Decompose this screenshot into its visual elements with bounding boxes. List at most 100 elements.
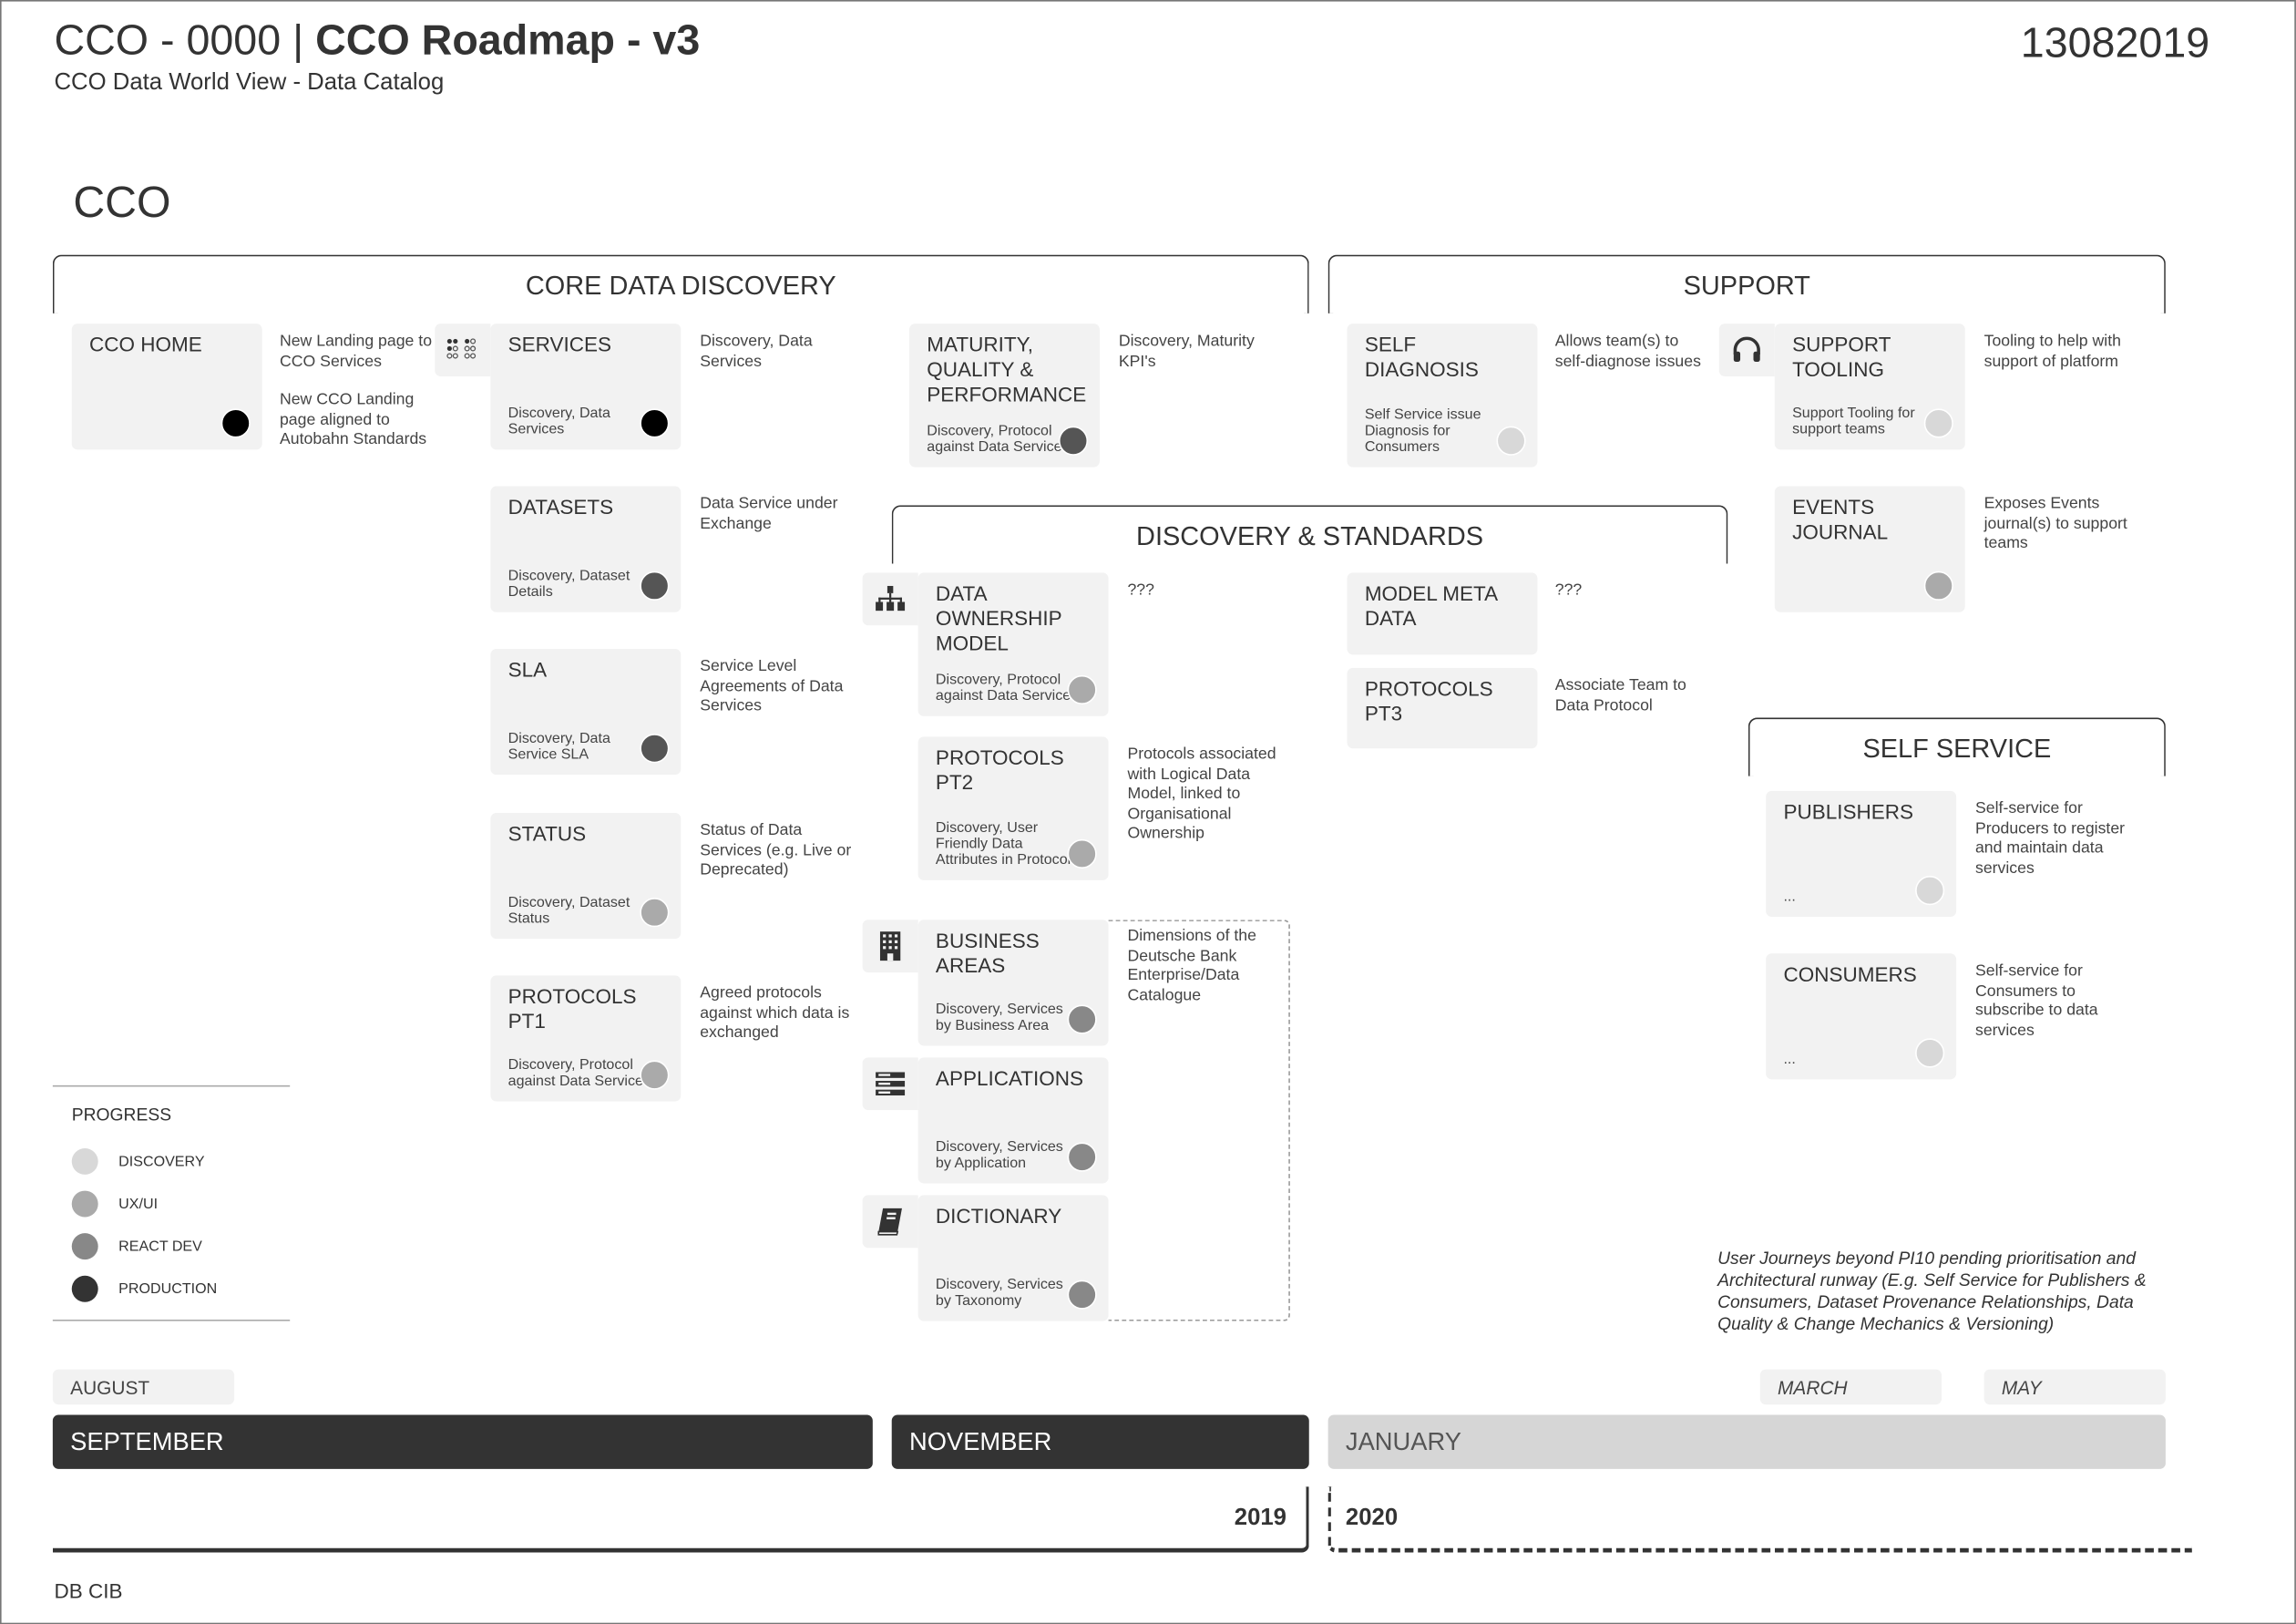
progress-status-dot-icon <box>640 408 670 438</box>
card-title: APPLICATIONS <box>935 1065 1084 1090</box>
card-title: MODEL META DATA <box>1364 581 1497 631</box>
progress-dot-icon <box>71 1190 98 1218</box>
card-events-journal[interactable]: EVENTS JOURNAL <box>1774 486 1965 612</box>
legend-item-discovery: DISCOVERY <box>71 1147 205 1175</box>
card-subtitle: Discovery, Data Service SLA <box>507 730 610 764</box>
legend-divider <box>52 1084 291 1087</box>
title-prefix: CCO - 0000 | <box>54 17 316 65</box>
progress-status-dot-icon <box>1915 876 1945 906</box>
card-title: EVENTS JOURNAL <box>1792 495 1889 544</box>
progress-status-dot-icon <box>640 898 670 928</box>
card-dictionary[interactable]: DICTIONARY Discovery, Services by Taxonom… <box>917 1195 1109 1321</box>
book-icon <box>862 1195 918 1249</box>
card-services[interactable]: SERVICES Discovery, Data Services <box>490 324 682 450</box>
card-description: Tooling to help with support of platform <box>1983 332 2121 370</box>
card-description: Discovery, Data Services <box>700 332 813 370</box>
card-subtitle: Discovery, Dataset Status <box>507 894 630 928</box>
legend-item-uxui: UX/UI <box>71 1190 158 1218</box>
month-august: AUGUST <box>52 1369 235 1405</box>
card-title: CONSUMERS <box>1783 961 1917 986</box>
card-description: Protocols associated with Logical Data M… <box>1127 745 1276 843</box>
card-title: CCO HOME <box>89 332 202 356</box>
progress-status-dot-icon <box>1067 1004 1097 1034</box>
card-title: PROTOCOLS PT1 <box>507 983 637 1033</box>
card-description: Data Service under Exchange <box>700 495 838 533</box>
card-description: Discovery, Maturity KPI's <box>1118 332 1255 370</box>
section-support: SUPPORT <box>1327 254 2166 313</box>
title-main: CCO Roadmap - v3 <box>315 17 701 65</box>
card-data-ownership[interactable]: DATA OWNERSHIP MODEL Discovery, Protocol … <box>917 572 1109 716</box>
card-title: STATUS <box>507 821 587 846</box>
month-march: MARCH <box>1759 1369 1942 1405</box>
legend-item-production: PRODUCTION <box>71 1275 218 1302</box>
card-description: Agreed protocols against which data is e… <box>700 983 850 1042</box>
legend-label: DISCOVERY <box>118 1153 205 1170</box>
progress-status-dot-icon <box>640 734 670 764</box>
year-2020-bracket <box>1327 1486 2192 1553</box>
card-description: Service Level Agreements of Data Service… <box>700 657 844 715</box>
card-publishers[interactable]: PUBLISHERS... <box>1766 790 1957 918</box>
org-chart-icon <box>862 572 918 626</box>
progress-status-dot-icon <box>1496 426 1526 456</box>
card-title: PROTOCOLS PT3 <box>1364 676 1493 725</box>
card-title: PROTOCOLS PT2 <box>935 745 1064 795</box>
card-subtitle: Discovery, Services by Taxonomy <box>935 1277 1063 1310</box>
card-description: Dimensions of the Deutsche Bank Enterpri… <box>1127 927 1256 1004</box>
section-title: SELF SERVICE <box>1862 734 2052 764</box>
card-description: Self-service for Consumers to subscribe … <box>1974 961 2098 1040</box>
footer-label: DB CIB <box>54 1578 123 1603</box>
building-icon <box>862 920 918 973</box>
month-january: JANUARY <box>1327 1414 2166 1469</box>
card-cco-home[interactable]: CCO HOME <box>71 324 262 450</box>
section-self-service: SELF SERVICE <box>1748 717 2166 776</box>
page-subtitle: CCO Data World View - Data Catalog <box>54 70 445 96</box>
card-description: Associate Team to Data Protocol <box>1554 676 1686 714</box>
progress-status-dot-icon <box>1067 674 1097 705</box>
section-discovery-standards: DISCOVERY & STANDARDS <box>891 505 1728 564</box>
card-status[interactable]: STATUS Discovery, Dataset Status <box>490 812 682 940</box>
month-may: MAY <box>1983 1369 2166 1405</box>
progress-dot-icon <box>71 1275 98 1302</box>
org-heading: CCO <box>73 179 171 228</box>
progress-status-dot-icon <box>1067 1280 1097 1310</box>
page-title: CCO - 0000 | CCO Roadmap - v3 <box>54 17 700 66</box>
card-title: SELF DIAGNOSIS <box>1364 332 1479 381</box>
card-title: DICTIONARY <box>935 1204 1062 1228</box>
card-subtitle: Discovery, Data Services <box>507 406 610 438</box>
card-subtitle: ... <box>1783 889 1796 906</box>
card-title: DATA OWNERSHIP MODEL <box>935 581 1062 655</box>
year-2019-label: 2019 <box>1234 1506 1286 1531</box>
card-title: BUSINESS AREAS <box>935 928 1040 977</box>
card-protocols-pt3[interactable]: PROTOCOLS PT3 <box>1347 667 1538 749</box>
progress-status-dot-icon <box>640 570 670 601</box>
card-description: Allows team(s) to self-diagnose issues <box>1554 332 1701 370</box>
card-description: ??? <box>1127 581 1154 600</box>
month-november: NOVEMBER <box>891 1414 1309 1469</box>
progress-dot-icon <box>71 1147 98 1175</box>
document-id: 13082019 <box>2020 20 2210 67</box>
card-title: SERVICES <box>507 332 612 356</box>
section-core-data-discovery: CORE DATA DISCOVERY <box>52 254 1309 313</box>
progress-status-dot-icon <box>220 408 251 438</box>
server-icon <box>862 1057 918 1111</box>
progress-dot-icon <box>71 1233 98 1260</box>
card-subtitle: Support Tooling for support teams <box>1792 406 1915 438</box>
headphones-icon <box>1718 324 1775 377</box>
legend-label: PRODUCTION <box>118 1280 218 1298</box>
card-model-meta-data[interactable]: MODEL META DATA <box>1347 572 1538 655</box>
progress-status-dot-icon <box>1067 838 1097 869</box>
card-subtitle: Discovery, Protocol against Data Service <box>935 672 1071 705</box>
card-description: New CCO Landing page aligned to Autobahn… <box>279 391 427 448</box>
card-consumers[interactable]: CONSUMERS... <box>1766 953 1957 1080</box>
